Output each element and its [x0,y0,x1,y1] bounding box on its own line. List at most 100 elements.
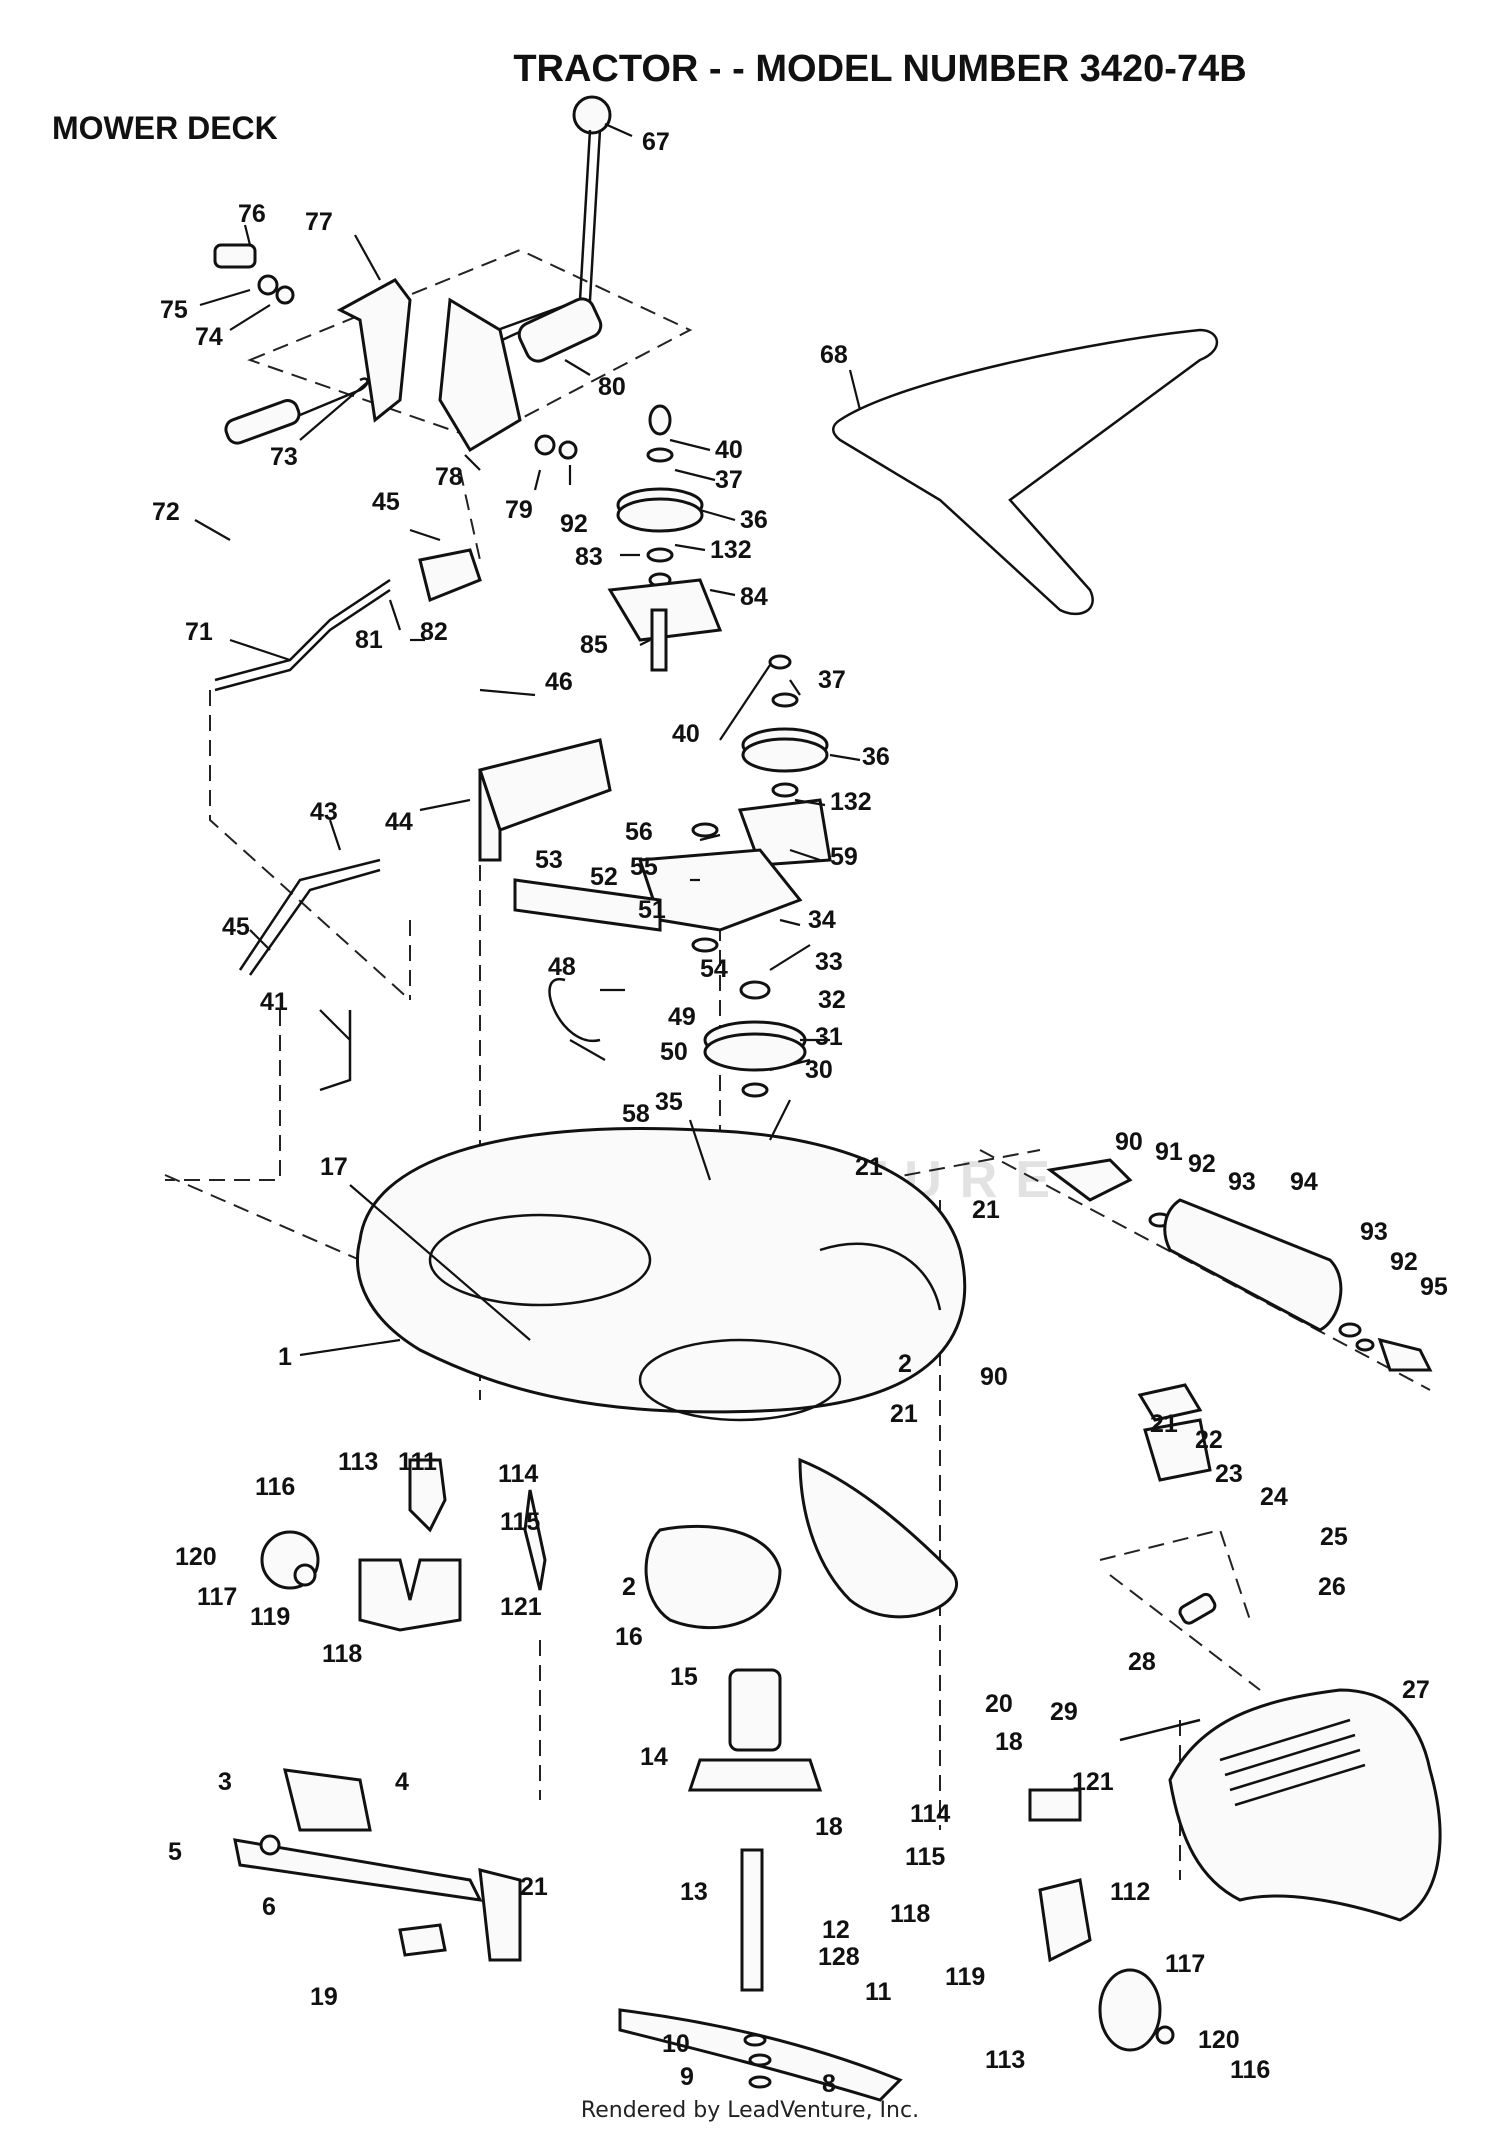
callout-9: 9 [680,2063,694,2091]
callout-5: 5 [168,1838,182,1866]
roller-tube [1163,1198,1343,1332]
callout-121b: 121 [1072,1768,1114,1796]
callout-58: 58 [622,1100,650,1128]
callout-118b: 118 [890,1900,930,1928]
callout-30: 30 [805,1056,833,1084]
callout-16: 16 [615,1623,643,1651]
callout-92: 92 [560,510,588,538]
callout-78: 78 [435,463,463,491]
callout-3: 3 [218,1768,232,1796]
mower-deck [356,1126,967,2102]
callout-116b: 116 [1230,2056,1270,2084]
callout-labels: 67 76 77 75 74 73 80 78 79 92 68 40 37 3… [152,128,1448,2098]
gauge-roller [1046,1158,1433,1372]
callout-50: 50 [660,1038,688,1066]
callout-77: 77 [305,208,333,236]
callout-46: 46 [545,668,573,696]
callout-114b: 114 [910,1800,950,1828]
callout-45: 45 [372,488,400,516]
front-pivot-bar [233,1768,522,1962]
callout-84: 84 [740,583,768,611]
callout-54: 54 [700,955,728,983]
callout-90: 90 [1115,1128,1143,1156]
page-title: TRACTOR - - MODEL NUMBER 3420-74B [513,48,1247,90]
callout-24: 24 [1260,1483,1288,1511]
callout-114: 114 [498,1460,538,1488]
callout-68: 68 [820,341,848,369]
callout-80: 80 [598,373,626,401]
callout-117b: 117 [1165,1950,1205,1978]
callout-111: 111 [398,1448,437,1476]
deflector-plate [798,1457,959,1619]
callout-85: 85 [580,631,608,659]
callout-26: 26 [1318,1573,1346,1601]
callout-56: 56 [625,818,653,846]
callout-29: 29 [1050,1698,1078,1726]
section-title: MOWER DECK [52,110,278,146]
callout-79: 79 [505,496,533,524]
callout-74: 74 [195,323,223,351]
lift-linkage [214,377,612,1092]
shift-lever-assembly [213,95,612,460]
callout-14: 14 [640,1743,668,1771]
callout-21: 21 [855,1153,883,1181]
callout-2: 2 [898,1350,912,1378]
callout-45b: 45 [222,913,250,941]
callout-31: 31 [815,1023,843,1051]
deck-shell [356,1126,967,1414]
front-hanger-left [260,1458,547,1632]
callout-67: 67 [642,128,670,156]
callout-93b: 93 [1360,1218,1388,1246]
callout-53: 53 [535,846,563,874]
callout-25: 25 [1320,1523,1348,1551]
callout-11: 11 [865,1978,892,2006]
callout-40: 40 [715,436,743,464]
callout-132: 132 [710,536,752,564]
callout-4: 4 [395,1768,409,1796]
callout-59: 59 [830,843,858,871]
callout-118: 118 [322,1640,362,1668]
lever-bracket [438,297,522,453]
callout-6: 6 [262,1893,276,1921]
callout-43: 43 [310,798,338,826]
height-bracket [336,278,412,423]
drive-belt [832,328,1219,616]
callout-49: 49 [668,1003,696,1031]
callout-51: 51 [638,896,666,924]
callout-44: 44 [385,808,413,836]
callout-37b: 37 [818,666,846,694]
callout-92c: 92 [1390,1248,1418,1276]
callout-52: 52 [590,863,618,891]
callout-32: 32 [818,986,846,1014]
callout-75: 75 [160,296,188,324]
callout-120b: 120 [1198,2026,1240,2054]
callout-8: 8 [822,2070,836,2098]
callout-48: 48 [548,953,576,981]
callout-72: 72 [152,498,180,526]
callout-36: 36 [740,506,768,534]
callout-121: 121 [500,1593,542,1621]
callout-17: 17 [320,1153,348,1181]
callout-71: 71 [185,618,213,646]
callout-37: 37 [715,466,743,494]
callout-119: 119 [250,1603,290,1631]
callout-35: 35 [655,1088,683,1116]
callout-22: 22 [1195,1426,1223,1454]
callout-81: 81 [355,626,383,654]
callout-132b: 132 [830,788,872,816]
callout-91: 91 [1155,1138,1183,1166]
spring [224,399,301,445]
discharge-chute [1119,1688,1442,1922]
front-hanger-right [1028,1383,1217,2052]
callout-2b: 2 [622,1573,636,1601]
callout-23: 23 [1215,1460,1243,1488]
callout-19: 19 [310,1983,338,2011]
callout-117: 117 [197,1583,237,1611]
callout-15: 15 [670,1663,698,1691]
clevis-pin [213,243,257,269]
callout-119b: 119 [945,1963,985,1991]
callout-113b: 113 [985,2046,1025,2074]
callout-76: 76 [238,200,266,228]
callout-128: 128 [818,1943,860,1971]
